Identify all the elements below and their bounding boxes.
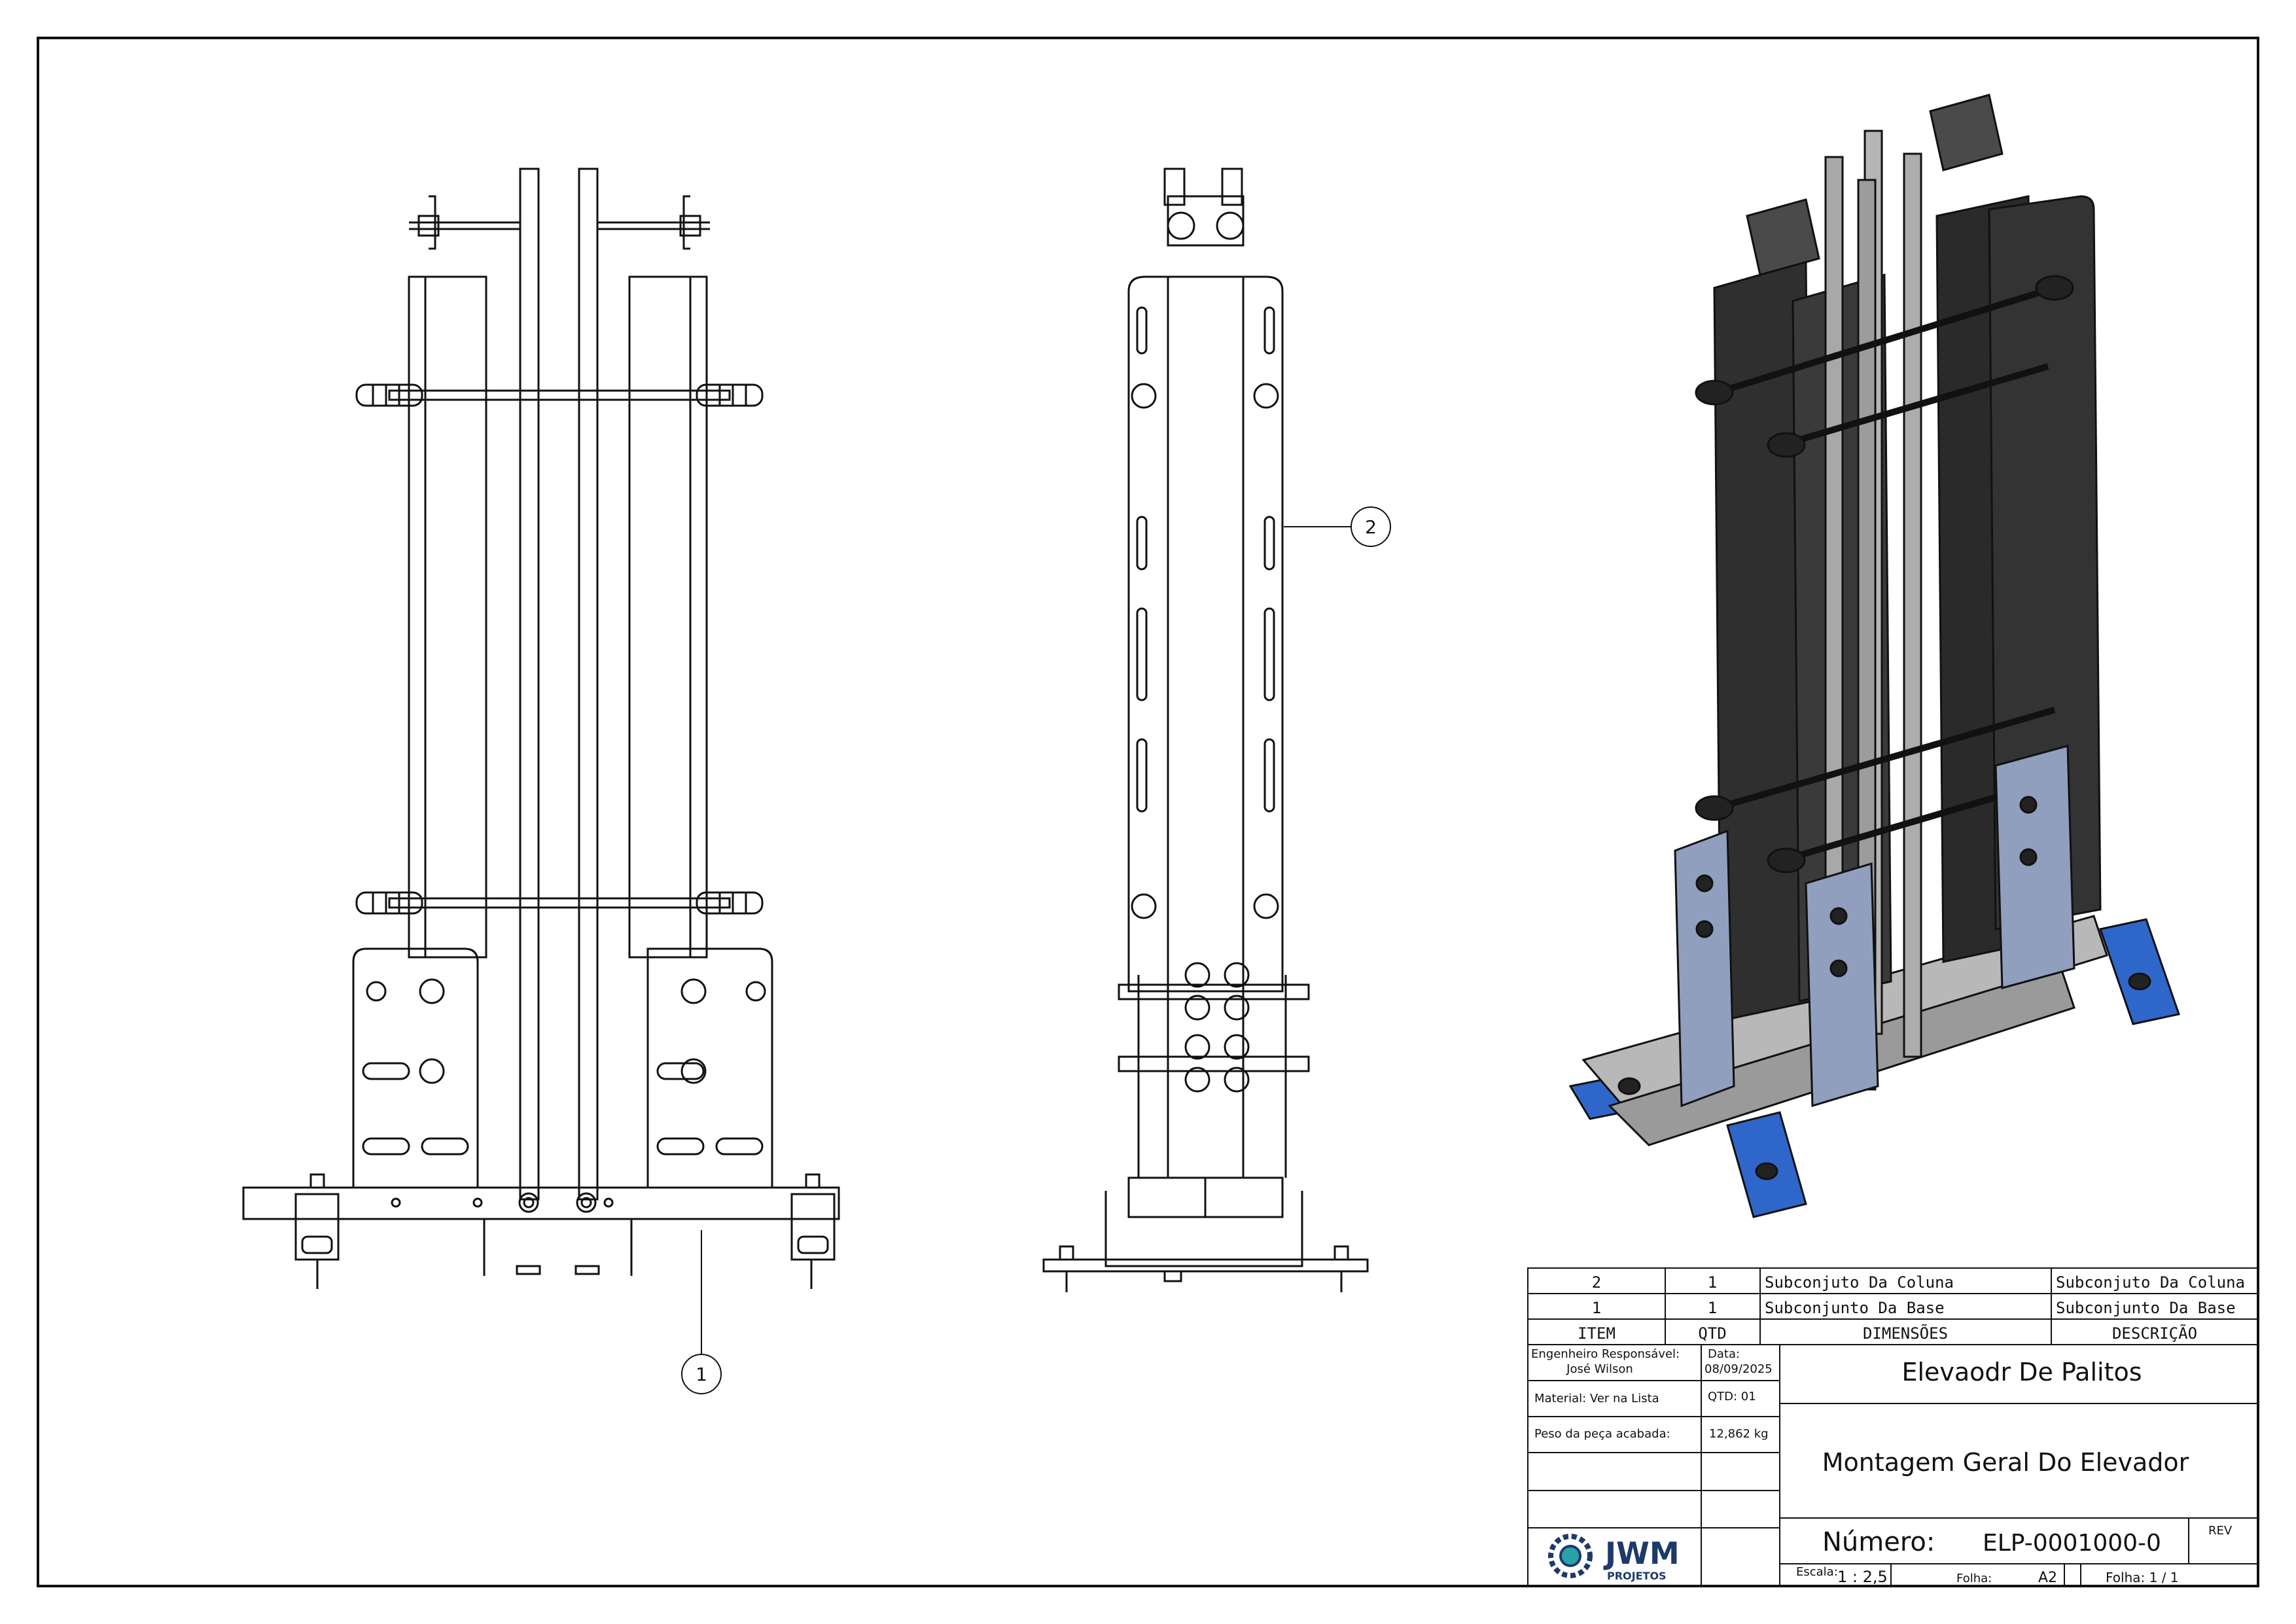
escala-value: 1 : 2,5 (1837, 1568, 1888, 1586)
bom-row-1-desc: Subconjunto Da Base (2056, 1299, 2236, 1317)
bom-row-2-desc: Subconjuto Da Coluna (2056, 1273, 2245, 1292)
balloon-2 (1351, 506, 1391, 547)
weight-value: 12,862 kg (1709, 1427, 1769, 1441)
escala-label: Escala: (1796, 1565, 1838, 1579)
isometric-view (1568, 94, 2180, 1218)
weight-label: Peso da peça acabada: (1534, 1427, 1670, 1441)
engineer-label: Engenheiro Responsável: (1531, 1347, 1680, 1361)
bom-header-item: ITEM (1578, 1324, 1616, 1343)
folha-count: Folha: 1 / 1 (2106, 1570, 2179, 1585)
bom-row-2-dim: Subconjuto Da Coluna (1765, 1273, 1954, 1292)
title-block (1527, 1344, 2259, 1587)
date-label: Data: (1708, 1347, 1740, 1361)
qtd-field: QTD: 01 (1708, 1390, 1756, 1403)
bom-header-dim: DIMENSÕES (1863, 1323, 1948, 1343)
bom-row-1-item: 1 (1592, 1299, 1601, 1317)
sheet-border (37, 37, 2259, 1587)
balloon-2-label: 2 (1365, 516, 1377, 538)
bom-row-2-qtd: 1 (1708, 1273, 1717, 1292)
engineer-name: José Wilson (1566, 1362, 1633, 1376)
folha-size: A2 (2038, 1570, 2057, 1586)
material-field: Material: Ver na Lista (1534, 1392, 1659, 1405)
gear-icon (1548, 1534, 1593, 1578)
company-logo: JWM PROJETOS (1548, 1534, 1680, 1582)
bom-row-1-dim: Subconjunto Da Base (1765, 1299, 1945, 1317)
rev-label: REV (2208, 1524, 2233, 1538)
side-view (1042, 168, 1369, 1292)
balloon-1 (681, 1354, 722, 1394)
numero-value: ELP-0001000-0 (1983, 1530, 2161, 1557)
numero-label: Número: (1822, 1527, 1935, 1557)
drawing-subtitle: Montagem Geral Do Elevador (1822, 1448, 2189, 1477)
bom-row-1-qtd: 1 (1708, 1299, 1717, 1317)
bom-header-qtd: QTD (1698, 1324, 1726, 1343)
bom-header-desc: DESCRIÇÃO (2112, 1323, 2197, 1343)
balloon-1-label: 1 (696, 1364, 707, 1385)
date-value: 08/09/2025 (1704, 1362, 1773, 1376)
logo-sub: PROJETOS (1607, 1570, 1667, 1582)
folha-label: Folha: (1956, 1572, 1992, 1585)
front-view (242, 168, 840, 1289)
logo-name: JWM (1603, 1536, 1680, 1571)
drawing-title: Elevaodr De Palitos (1901, 1358, 2142, 1386)
bom-row-2-item: 2 (1592, 1273, 1601, 1292)
